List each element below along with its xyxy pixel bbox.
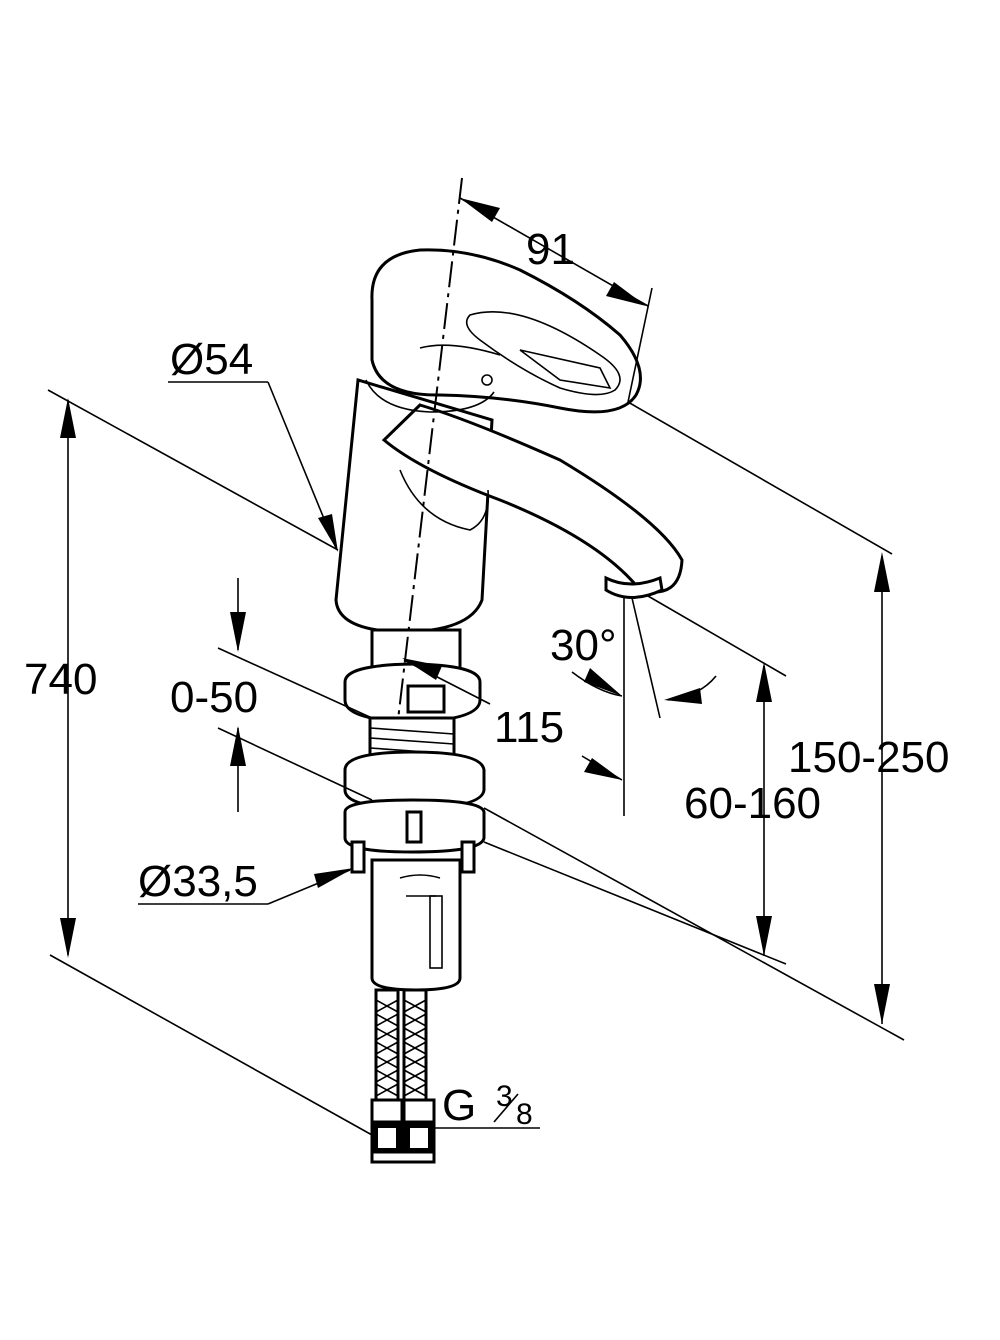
dimension-labels: 91 Ø54 740 0-50 115 30° 60-160 150-250 Ø…	[24, 225, 949, 1131]
faucet-body	[334, 248, 684, 634]
label-connection-numerator: 3	[496, 1080, 513, 1113]
label-spout-reach: 115	[494, 703, 564, 752]
label-thickness-range: 0-50	[170, 673, 258, 722]
mounting-assembly	[343, 628, 486, 1164]
center-axis-line	[397, 177, 463, 721]
dimension-lines	[47, 197, 905, 1136]
label-spout-angle: 30°	[550, 621, 617, 670]
label-body-diameter: Ø54	[170, 335, 253, 384]
braided-hoses	[374, 988, 428, 1104]
label-connection-g: G	[442, 1081, 476, 1130]
label-thread-diameter: Ø33,5	[138, 857, 258, 906]
label-lever-length: 91	[526, 225, 575, 274]
label-overall-height: 150-250	[788, 733, 949, 782]
label-connection-denominator: 8	[516, 1098, 533, 1131]
label-spout-height: 60-160	[684, 779, 821, 828]
label-total-height: 740	[24, 655, 97, 704]
